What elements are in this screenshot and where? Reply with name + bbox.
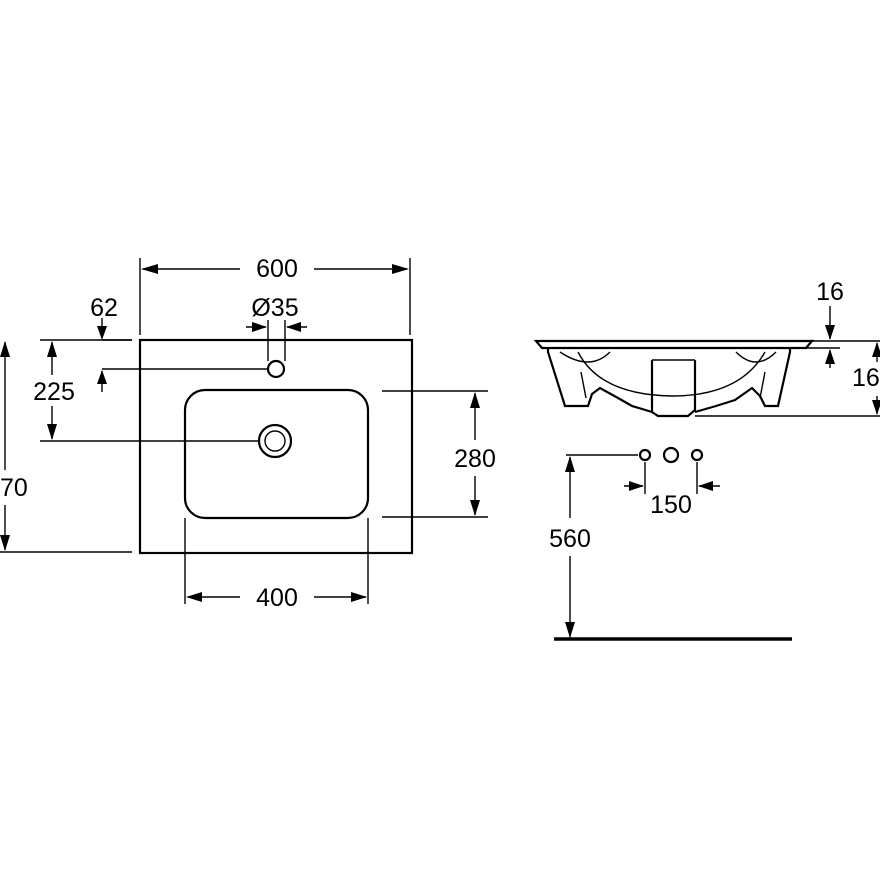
- tap-hole-right: [690, 448, 704, 462]
- bowl-width-label: 400: [256, 584, 298, 612]
- countertop-slab: [533, 339, 815, 350]
- width-label: 600: [256, 255, 298, 283]
- height-dimension: 560: [549, 456, 591, 638]
- tap-hole-left: [638, 448, 652, 462]
- drain-block: [650, 360, 697, 418]
- tap-hole-center: [662, 446, 680, 464]
- width-dimension: 600: [139, 255, 411, 335]
- drain-outer: [257, 423, 293, 459]
- bowl-outline: [183, 388, 370, 520]
- hole-offset-label: 62: [90, 294, 118, 322]
- top-view: 600 Ø35 62: [0, 255, 496, 612]
- side-view: 16 16 150: [533, 278, 880, 641]
- bowl-curve: [577, 351, 766, 397]
- hole-diameter-dimension: Ø35: [246, 294, 307, 361]
- hole-diameter-label: Ø35: [251, 294, 298, 322]
- rim-thickness-dimension: 16: [806, 278, 880, 368]
- overflow-dimension: 16: [695, 342, 880, 417]
- tap-spacing-label: 150: [650, 491, 692, 519]
- rim-thickness-label: 16: [816, 278, 844, 306]
- basin-outline: [138, 338, 414, 555]
- depth-label: 70: [0, 474, 28, 502]
- drain-offset-dimension: 225: [33, 339, 258, 442]
- hole-offset-dimension: 62: [90, 294, 268, 392]
- bowl-depth-label: 280: [454, 445, 496, 473]
- depth-dimension: 70: [0, 341, 132, 553]
- height-label: 560: [549, 525, 591, 553]
- tap-hole: [266, 359, 286, 379]
- bowl-depth-dimension: 280: [382, 390, 496, 518]
- basin-left-wall: [546, 348, 653, 414]
- bowl-width-dimension: 400: [184, 518, 369, 612]
- drain-inner: [264, 430, 286, 452]
- overflow-label: 16: [852, 364, 880, 392]
- tap-holes: 150: [566, 446, 720, 519]
- drain-offset-label: 225: [33, 378, 75, 406]
